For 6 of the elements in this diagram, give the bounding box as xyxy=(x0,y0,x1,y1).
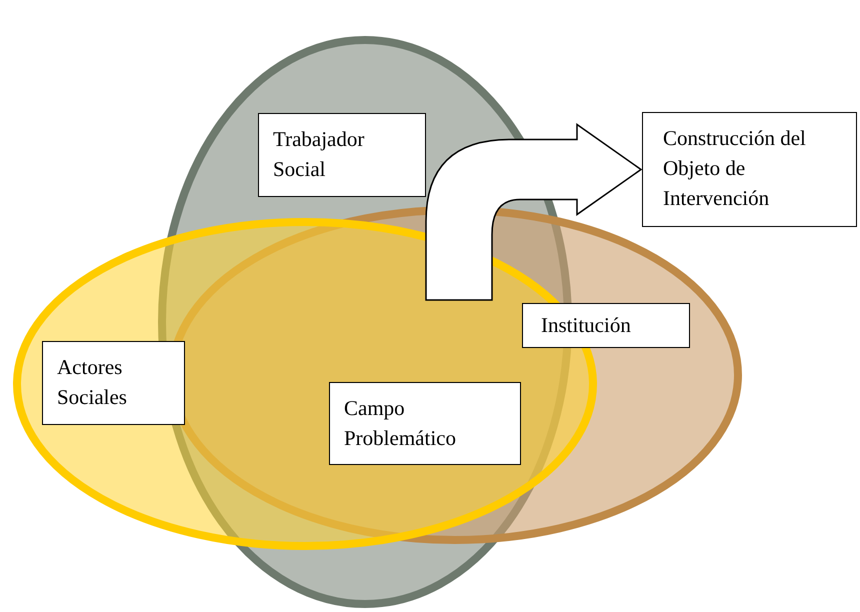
text-box: Institución xyxy=(522,303,690,348)
text-box: Actores Sociales xyxy=(42,341,185,425)
text-box: Campo Problemático xyxy=(329,382,521,465)
text-box: Trabajador Social xyxy=(258,113,426,197)
curved-block-arrow xyxy=(425,124,642,301)
text-box: Construcción del Objeto de Intervención xyxy=(642,112,857,227)
